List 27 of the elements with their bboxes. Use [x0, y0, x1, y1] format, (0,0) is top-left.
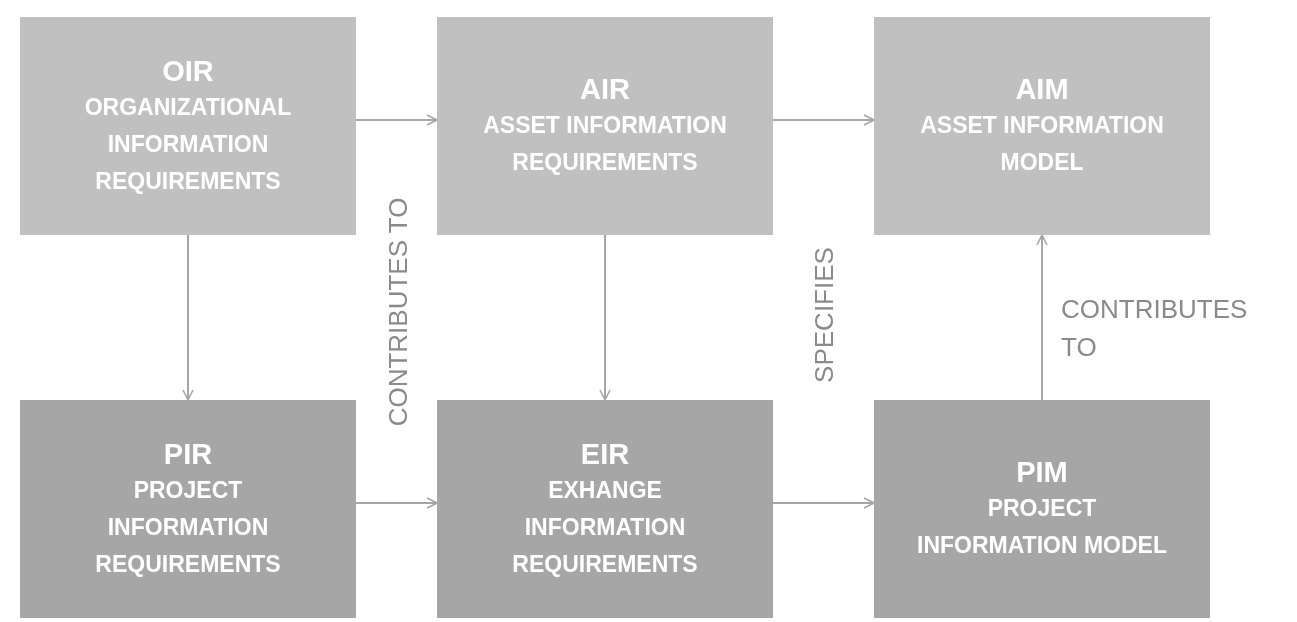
- arrow: [599, 234, 611, 401]
- process-box: [20, 17, 356, 235]
- box-description: EXHANGE INFORMATION REQUIREMENTS: [511, 475, 699, 579]
- box-title: PIR: [163, 436, 213, 472]
- box-description: ASSET INFORMATION MODEL: [919, 111, 1165, 177]
- box-description: PROJECT INFORMATION MODEL: [916, 494, 1168, 560]
- box-title: AIR: [580, 72, 630, 107]
- box-description: PROJECT INFORMATION REQUIREMENTS: [94, 475, 282, 579]
- box-title: PIM: [1016, 455, 1068, 490]
- process-box: [20, 400, 356, 618]
- arrow: [355, 114, 438, 126]
- box-title: AIM: [1015, 72, 1069, 107]
- vertical-label: CONTRIBUTES TO: [383, 197, 413, 427]
- arrow: [772, 114, 875, 126]
- process-box: [874, 17, 1210, 235]
- process-box: [437, 17, 773, 235]
- process-box: [874, 400, 1210, 618]
- box-description: ASSET INFORMATION REQUIREMENTS: [482, 111, 728, 177]
- box-title: EIR: [580, 436, 630, 472]
- box-title: OIR: [162, 53, 214, 89]
- vertical-label: SPECIFIES: [809, 247, 839, 383]
- process-box: [437, 400, 773, 618]
- box-description: ORGANIZATIONAL INFORMATION REQUIREMENTS: [83, 92, 293, 196]
- arrow: [772, 497, 875, 509]
- arrow: [1036, 234, 1048, 401]
- arrow: [182, 234, 194, 401]
- arrow: [355, 497, 438, 509]
